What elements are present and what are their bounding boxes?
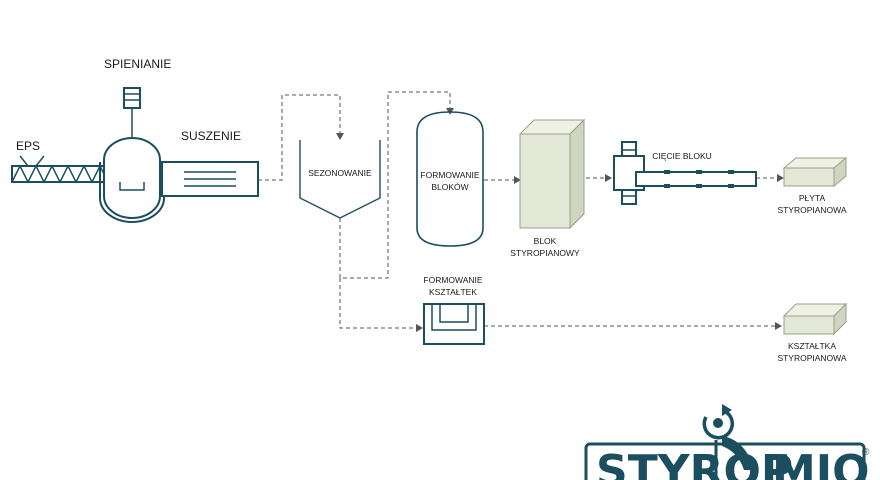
label-ksztaltka-1: KSZTAŁTKA [788, 341, 836, 351]
logo-text-left: STYROP [596, 446, 793, 480]
label-eps: EPS [16, 139, 40, 153]
board-product [782, 156, 848, 188]
arrow-head [336, 133, 344, 140]
pre-expander [99, 87, 165, 223]
seasoning-silo [299, 140, 381, 219]
label-sezonowanie: SEZONOWANIE [308, 168, 372, 178]
arrow-head [605, 174, 612, 182]
label-blok-1: BLOK [534, 236, 557, 246]
label-blok-2: STYROPIANOWY [510, 248, 580, 258]
label-plyta-2: STYROPIANOWA [777, 205, 846, 215]
label-ksztaltka-2: STYROPIANOWA [777, 353, 846, 363]
hopper-icon [19, 155, 45, 167]
label-suszenie: SUSZENIE [181, 129, 241, 143]
shape-molding [423, 303, 485, 345]
eps-block [518, 118, 586, 230]
arrow-head [775, 322, 782, 330]
label-formowanie-blokow-1: FORMOWANIE [420, 170, 480, 180]
arrow-head [777, 174, 784, 182]
label-ciecie-bloku: CIĘCIE BLOKU [652, 151, 712, 161]
arrow-head [416, 324, 423, 332]
label-formowanie-blokow-2: BLOKÓW [431, 182, 468, 192]
dryer [161, 161, 259, 197]
label-formowanie-ksztaltek-2: KSZTAŁTEK [429, 287, 477, 297]
logo-text-right: MIO [772, 446, 870, 480]
label-formowanie-ksztaltek-1: FORMOWANIE [423, 275, 483, 285]
agitator-icon [119, 182, 145, 191]
label-plyta-1: PŁYTA [799, 193, 826, 203]
flow-silo-to-block-molding [339, 91, 451, 279]
label-spienianie: SPIENIANIE [104, 57, 171, 71]
logo-figure-icon [702, 404, 754, 480]
flow-lines [258, 91, 784, 332]
logo-registered-mark: ® [862, 447, 870, 458]
arrow-head [514, 176, 521, 184]
block-molding-vessel [416, 111, 484, 247]
company-logo: STYROP MIO ® [584, 404, 870, 480]
screw-conveyor [11, 155, 109, 184]
flow-dryer-to-silo [258, 94, 341, 181]
flow-silo-to-shape-molding [339, 278, 418, 329]
block-cutter [613, 141, 757, 205]
motor-icon [123, 87, 141, 109]
vessel-icon [103, 137, 161, 219]
shape-product [782, 302, 848, 336]
